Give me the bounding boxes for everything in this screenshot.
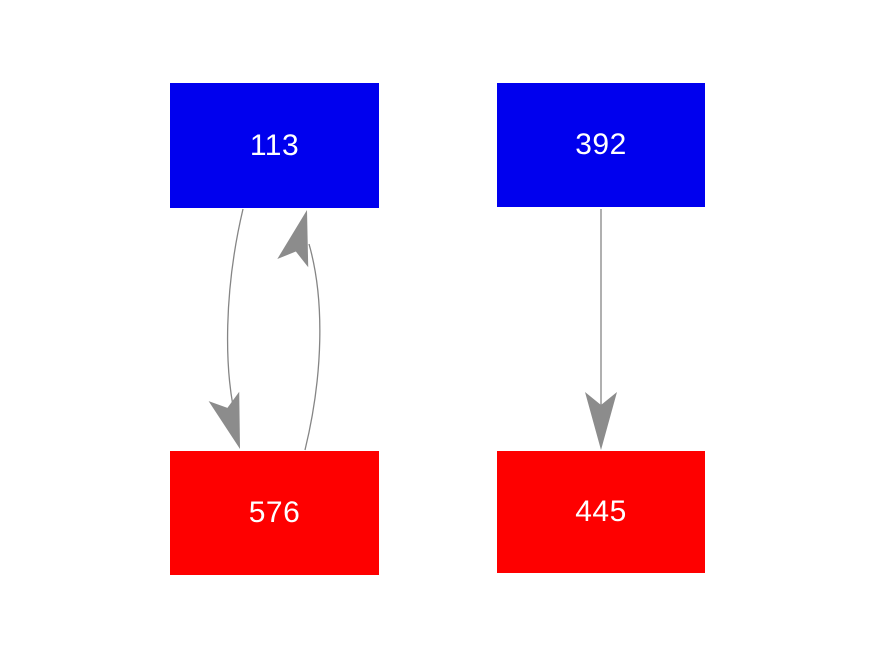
edge-line bbox=[226, 208, 244, 429]
edge-392-to-445 bbox=[585, 209, 617, 450]
node-445[interactable]: 445 bbox=[497, 451, 705, 573]
node-392[interactable]: 392 bbox=[497, 83, 705, 207]
arrowhead-down-icon bbox=[208, 391, 240, 449]
edge-576-to-113 bbox=[277, 210, 321, 451]
node-113[interactable]: 113 bbox=[170, 83, 379, 208]
node-label: 445 bbox=[575, 495, 627, 528]
edge-113-to-576 bbox=[208, 208, 244, 449]
node-label: 392 bbox=[575, 128, 627, 161]
edge-line bbox=[304, 243, 321, 451]
arrowhead-down-icon bbox=[585, 392, 617, 450]
node-576[interactable]: 576 bbox=[170, 451, 379, 575]
node-label: 113 bbox=[249, 128, 300, 162]
node-label: 576 bbox=[248, 496, 301, 529]
arrowhead-up-icon bbox=[277, 210, 309, 268]
